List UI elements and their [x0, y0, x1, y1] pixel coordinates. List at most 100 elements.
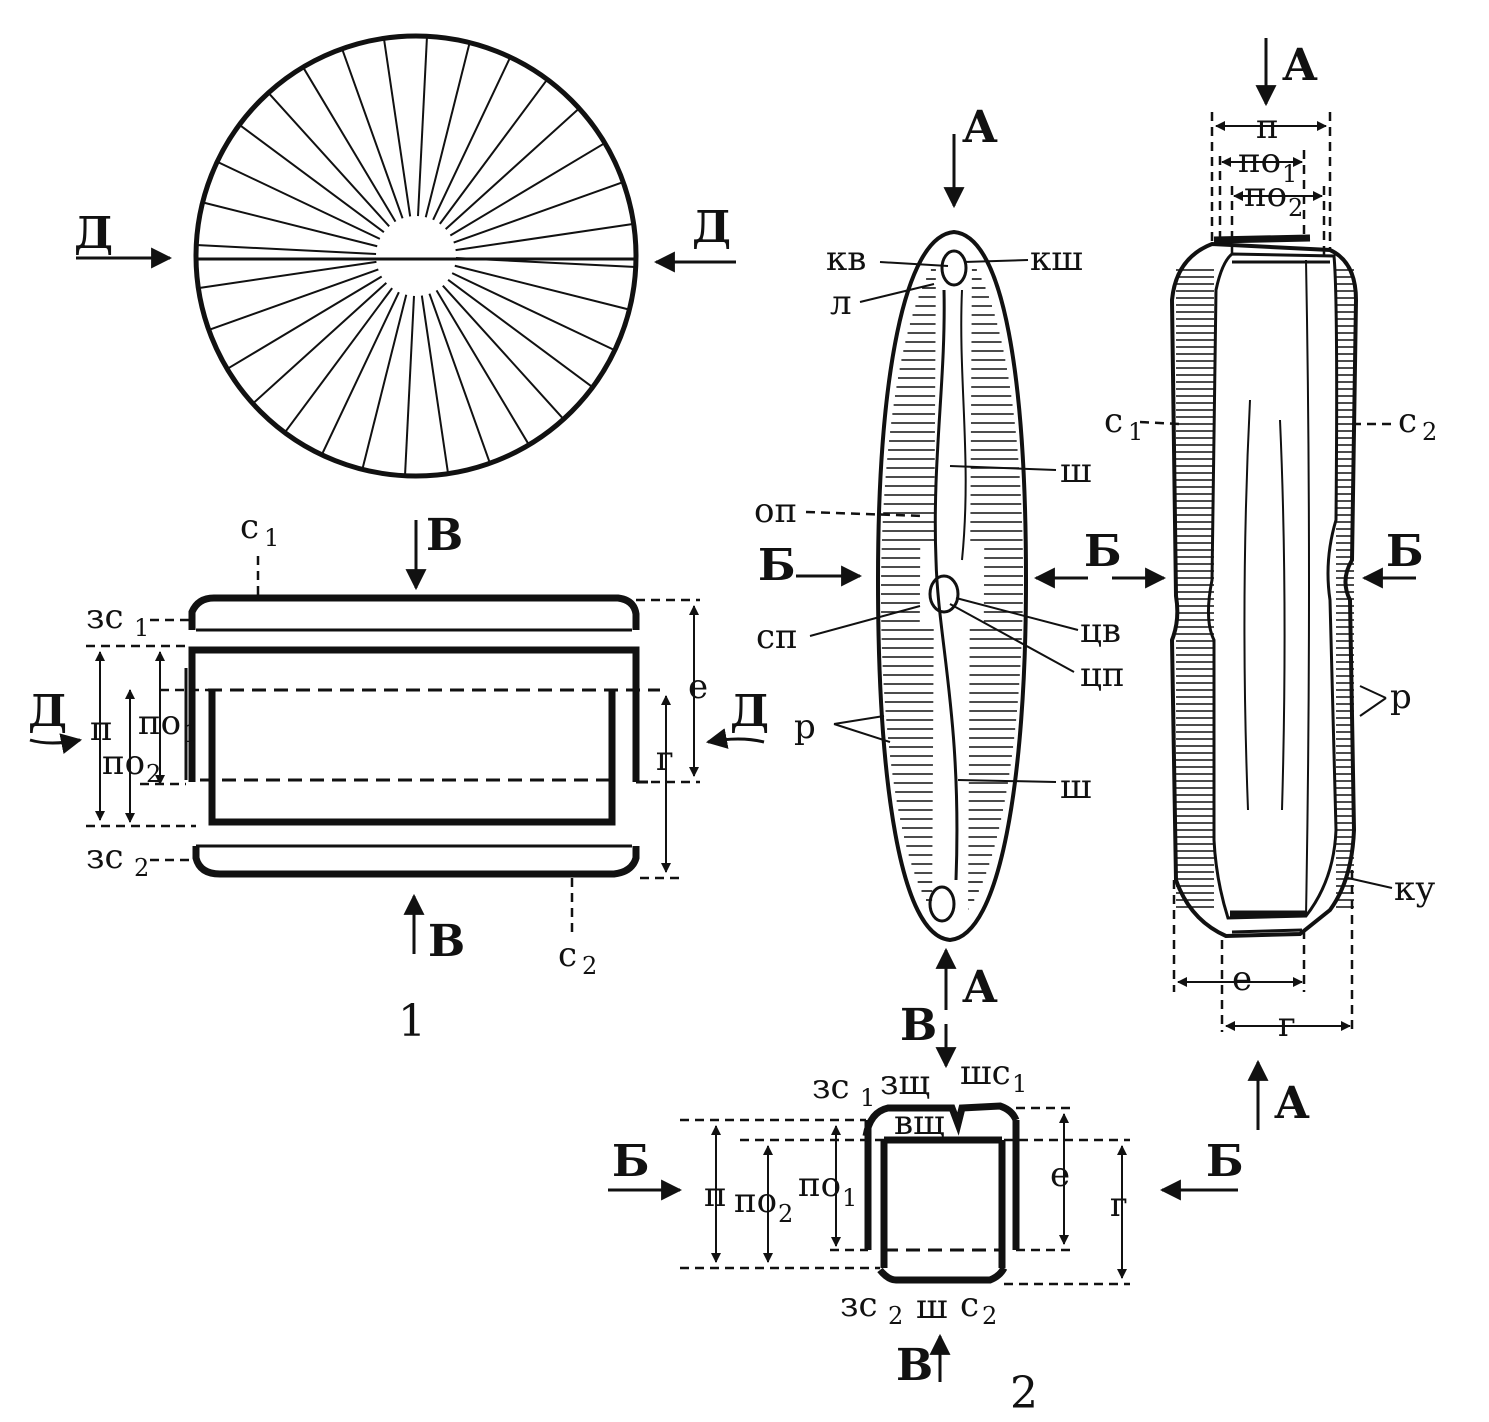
arrow-v-bottom-section: В [896, 1333, 951, 1391]
arrow-a-bottom-valve: А [935, 947, 998, 1013]
valve-rib [439, 78, 549, 225]
valve-striae [880, 269, 1024, 910]
label-ku: ку [1394, 869, 1435, 909]
valve-rib [428, 293, 491, 464]
arrow-d-right-top: Д [653, 202, 736, 273]
label-tsp: цп [1080, 655, 1125, 695]
label-sh-bottom: ш [1060, 767, 1092, 807]
valve-rib [455, 222, 634, 252]
pennate-valve-view [875, 229, 1029, 943]
svg-text:2: 2 [778, 1200, 793, 1228]
svg-text:1: 1 [1282, 160, 1297, 188]
valve-labels: кв кш л ш оп сп цв цп р ш [754, 239, 1125, 807]
central-nodule [928, 574, 960, 614]
svg-text:Б: Б [758, 540, 796, 591]
svg-text:1: 1 [182, 720, 197, 748]
girdle-outline [1169, 241, 1359, 939]
centric-girdle-view [184, 594, 660, 878]
svg-text:В: В [426, 510, 463, 561]
svg-text:Б: Б [1084, 526, 1122, 577]
label-e-girdle: е [1232, 959, 1252, 999]
arrow-b-middle: Б [1033, 526, 1167, 589]
arrow-b-left-section: Б [608, 1136, 683, 1201]
hypovalve [192, 846, 640, 878]
svg-text:2: 2 [146, 760, 161, 788]
label-sh-section: ш [916, 1287, 948, 1327]
svg-text:1: 1 [264, 524, 279, 552]
valve-rib [444, 107, 580, 230]
svg-text:Д: Д [730, 686, 769, 737]
label-e: е [688, 667, 708, 707]
arrow-b-right-girdle: Б [1361, 526, 1424, 589]
label-zs1: зс [86, 597, 124, 637]
valve-rib [267, 92, 390, 228]
valve-rib [420, 295, 450, 474]
label-r-left: р [794, 707, 816, 747]
valve-rib [417, 36, 428, 217]
hypocingulum [208, 690, 616, 826]
arrow-b-right-section: Б [1159, 1136, 1244, 1201]
arrow-v-top-section: В [900, 1000, 957, 1069]
arrow-v-top-fig1: В [405, 510, 463, 591]
label-vshch: вщ [894, 1103, 945, 1143]
svg-text:1: 1 [134, 614, 149, 642]
label-r-right: р [1390, 677, 1412, 717]
arrow-d-right-fig1: Д [705, 686, 769, 749]
valve-rib [442, 284, 565, 420]
arrow-d-left-top: Д [74, 208, 173, 269]
valve-outline [875, 229, 1029, 943]
label-po1-section: по [798, 1165, 841, 1205]
polar-nodule-top [940, 249, 968, 287]
figure-number-2: 2 [1010, 1368, 1038, 1417]
svg-text:В: В [428, 916, 465, 967]
fig2-girdle-dimensions: п по 1 по 2 е г с 1 с 2 р ку [1104, 107, 1437, 1045]
arrow-a-bottom-girdle: А [1247, 1059, 1310, 1130]
valve-outline [193, 33, 639, 479]
fig1-dimensions: п по 1 по 2 е г с 1 зс 1 зс 2 с 2 [86, 507, 708, 980]
svg-text:Б: Б [612, 1136, 650, 1187]
label-zs2-section: зс [840, 1285, 878, 1325]
raphe [933, 289, 959, 881]
valve-rib [449, 142, 606, 237]
svg-text:2: 2 [1288, 194, 1303, 222]
valve-rib [283, 287, 393, 434]
valve-rib [447, 279, 594, 389]
label-po2: по [102, 743, 145, 783]
label-s2-girdle: с [1398, 401, 1417, 441]
svg-text:2: 2 [888, 1302, 903, 1330]
svg-text:А: А [1274, 1078, 1310, 1129]
label-g-girdle: г [1278, 1005, 1296, 1045]
svg-text:Д: Д [28, 686, 67, 737]
arrow-a-top-valve: А [943, 102, 998, 209]
label-g: г [656, 739, 674, 779]
svg-text:2: 2 [982, 1302, 997, 1330]
valve-rib [202, 201, 378, 248]
valve-rib [302, 66, 397, 223]
valve-radial-ribs [196, 36, 636, 476]
label-p-girdle: п [1256, 107, 1279, 147]
label-po2-section: по [734, 1181, 777, 1221]
label-kv: кв [826, 239, 866, 279]
epivalve [188, 594, 640, 630]
polar-nodule-bottom [928, 885, 956, 923]
svg-text:1: 1 [860, 1084, 875, 1112]
girdle-inner [1207, 252, 1339, 920]
svg-text:Б: Б [1206, 1136, 1244, 1187]
label-ksh: кш [1030, 239, 1083, 279]
valve-rib [453, 181, 624, 244]
svg-text:2: 2 [1422, 418, 1437, 446]
label-sh-top: ш [1060, 451, 1092, 491]
valve-rib [451, 272, 616, 352]
pennate-girdle-view [1169, 234, 1359, 939]
label-shs1: шс [960, 1053, 1011, 1093]
svg-text:1: 1 [1012, 1070, 1027, 1098]
valve-rib [341, 48, 404, 219]
valve-rib [435, 289, 530, 446]
label-s1-girdle: с [1104, 401, 1123, 441]
svg-text:2: 2 [582, 952, 597, 980]
label-sp: сп [756, 617, 798, 657]
arrow-b-left-valve: Б [758, 540, 863, 591]
label-s1: с [240, 507, 259, 547]
